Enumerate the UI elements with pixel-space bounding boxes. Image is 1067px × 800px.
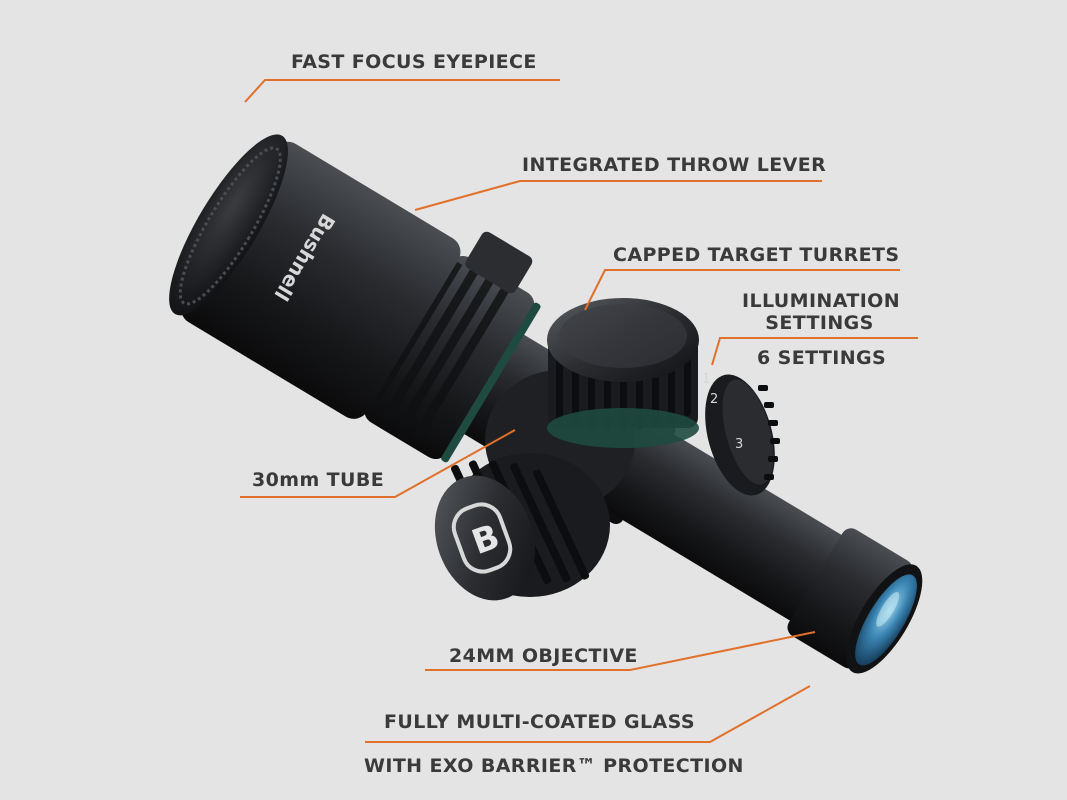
callout-line-illumination: [711, 337, 918, 366]
callout-illumination-count: 6 SETTINGS: [757, 347, 887, 369]
elevation-turret: [547, 298, 699, 448]
dial-number-2: 2: [710, 392, 718, 407]
green-seal-ring: [441, 302, 541, 463]
callout-illumination-settings: ILLUMINATION SETTINGS: [742, 290, 901, 334]
callout-line-glass: [365, 685, 811, 743]
dial-number-1: 1: [702, 372, 710, 387]
windage-cap: [434, 475, 536, 601]
windage-turret: B: [434, 453, 610, 601]
throw-lever: [465, 231, 533, 294]
callout-integrated-throw-lever: INTEGRATED THROW LEVER: [522, 154, 827, 176]
callout-capped-target-turrets: CAPPED TARGET TURRETS: [613, 244, 900, 266]
callout-illumination-line1: ILLUMINATION: [742, 290, 901, 312]
callout-lines: [240, 79, 918, 743]
turret-logo-frame: [451, 502, 513, 574]
eyepiece-face: [169, 134, 288, 316]
callout-fully-multi-coated-glass: FULLY MULTI-COATED GLASS: [384, 711, 695, 733]
illumination-dial: 1 2 3: [702, 372, 780, 496]
main-tube-front: [599, 421, 861, 632]
callout-line-eyepiece: [244, 79, 560, 103]
callout-line-tube: [240, 429, 516, 498]
callout-fast-focus-eyepiece: FAST FOCUS EYEPIECE: [291, 51, 537, 73]
callout-line-objective: [425, 631, 816, 671]
objective-bell: [787, 528, 913, 669]
dial-number-3: 3: [735, 437, 743, 452]
callout-exo-barrier-protection: WITH EXO BARRIER™ PROTECTION: [364, 755, 744, 777]
callout-illumination-line2: SETTINGS: [765, 312, 874, 334]
callout-24mm-objective: 24MM OBJECTIVE: [449, 645, 638, 667]
callout-line-throw-lever: [414, 180, 822, 211]
callout-30mm-tube: 30mm TUBE: [252, 469, 385, 491]
callout-line-turrets: [584, 269, 900, 311]
